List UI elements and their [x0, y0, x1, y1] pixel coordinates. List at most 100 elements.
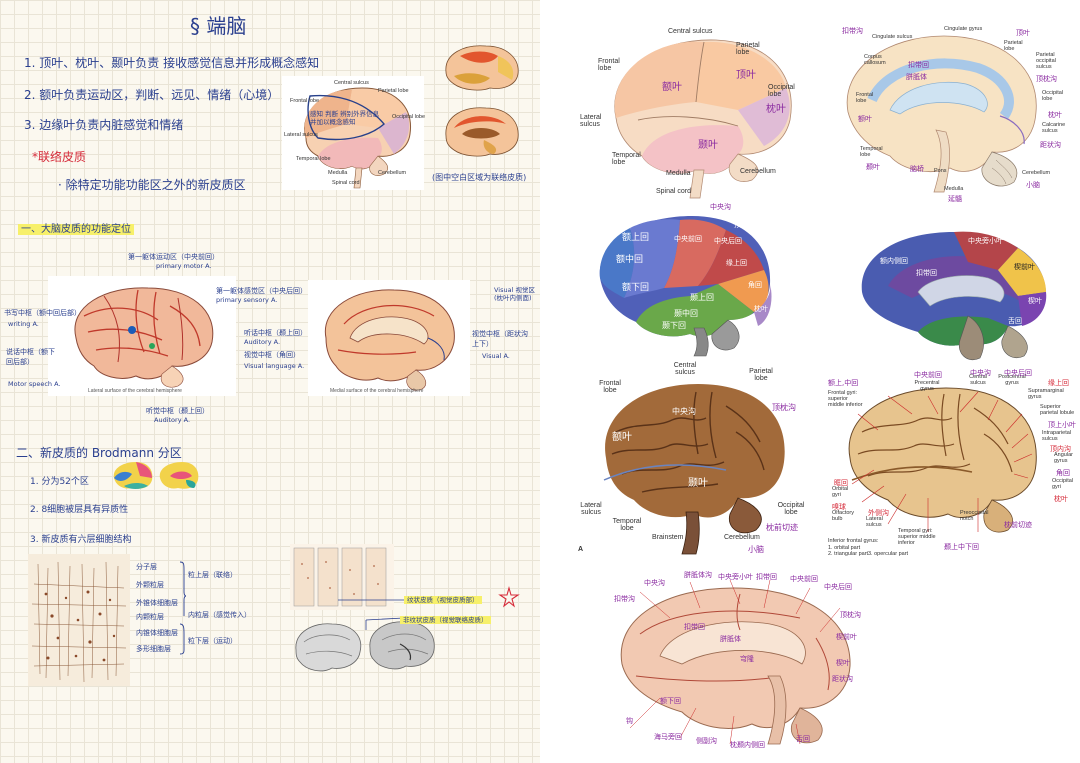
fig-b-hw-pons: 脑桥	[910, 165, 924, 173]
section1-heading-text: 一、大脑皮质的功能定位	[18, 224, 134, 235]
striate-label-2: 非纹状皮质（视觉联络皮质）	[400, 614, 491, 624]
brodmann-lateral-map	[110, 460, 156, 494]
fig-e-hw-cerebellum: 小脑	[748, 545, 764, 554]
label-speech-motor-en: Motor speech A.	[8, 380, 61, 388]
fig-g-hw-mid-3: 扣带回	[684, 623, 705, 631]
label-temporal-lobe: Temporal lobe	[296, 156, 331, 162]
section2-heading: 二、新皮质的 Brodmann 分区	[16, 446, 182, 460]
fig-e-hw-frontal: 额叶	[612, 432, 632, 443]
label-writing-center: 书写中枢（额中回后部）	[4, 309, 81, 317]
fig-f-hw-sup-parietal: 顶上小叶	[1048, 421, 1076, 429]
fig-b-hw-cingulate-sulcus: 扣带沟	[842, 27, 863, 35]
label-lateral-sulcus: Lateral sulcus	[284, 132, 318, 138]
fig-c-inf-temporal: 颞下回	[662, 321, 686, 330]
fig-g-hw-top-5: 扣带回	[756, 573, 777, 581]
fig-a-hw-parietal: 顶叶	[736, 70, 756, 81]
striate-brains-figure	[292, 618, 438, 680]
label-visual-speech: 视觉中枢（角回）	[244, 351, 300, 359]
fig-d-paracentral: 中央旁小叶	[968, 237, 1003, 245]
fig-b-hw-calcarine: 距状沟	[1040, 141, 1061, 149]
section1-heading: 一、大脑皮质的功能定位	[18, 220, 134, 235]
fig-g-hw-bottom-6: 额下回	[660, 697, 681, 705]
fig-f-frontal-gyri: Frontal gyri: superior middle inferior	[828, 390, 863, 408]
fig-e-temporal-lobe: Temporal lobe	[612, 518, 642, 532]
gyri-colored-lateral-figure: 中央沟 额上回 额中回 额下回 中央前回 中央后回 顶上小叶 缘上回 角回 颞上…	[594, 203, 782, 358]
fig-f-hw-angular: 角回	[1056, 469, 1070, 477]
layer-4: 内颗粒层	[136, 613, 164, 621]
fig-b-hw-occipital: 枕叶	[1048, 111, 1062, 119]
fig-e-parietal-lobe: Parietal lobe	[749, 368, 773, 382]
fig-g-hw-top-1: 中央旁小叶	[718, 573, 753, 581]
lobes-medial-figure: Cingulate sulcus Cingulate gyrus Corpus …	[816, 20, 1068, 203]
fig-a-temporal-lobe: Temporal lobe	[612, 152, 641, 166]
layer-group-middle: 内粒层（感觉传入）	[188, 611, 251, 619]
striate-columns-figure	[290, 544, 394, 610]
functional-lateral-figure: Lateral surface of the cerebral hemisphe…	[48, 276, 236, 396]
fig-e-central-sulcus: Central sulcus	[673, 362, 697, 376]
fig-e-frontal-lobe: Frontal lobe	[599, 380, 621, 394]
fig-b-cingulate-gyrus: Cingulate gyrus	[944, 26, 983, 32]
star-doodle-icon	[498, 586, 520, 608]
layer-group-upper: 粒上层（联络）	[188, 571, 237, 579]
fig-c-precentral: 中央前回	[674, 235, 702, 243]
label-auditory-center: 听觉中枢（颞上回）	[146, 407, 209, 415]
label-visual-speech-en: Visual language A.	[244, 362, 305, 370]
fig-g-hw-top-2: 中央沟	[644, 579, 665, 587]
label-occipital-lobe: Occipital lobe	[392, 114, 426, 120]
fig-f-preoccipital: Preoccipital notch	[960, 510, 989, 522]
fig-a-lateral-sulcus: Lateral sulcus	[580, 114, 602, 128]
fig-f-intraparietal: Intraparietal sulcus	[1042, 430, 1072, 442]
fig1-note: (图中空白区域为联络皮质)	[432, 173, 527, 182]
fig-f-hw-supramarginal: 缘上回	[1048, 379, 1069, 387]
photo-lateral-brain-figure: Frontal lobe Central sulcus Parietal lob…	[576, 362, 820, 558]
fig-g-hw-bottom-3: 侧副沟	[696, 737, 717, 745]
brain-thumbnail-top	[440, 42, 524, 94]
fig-f-hw-intraparietal: 顶内沟	[1050, 445, 1071, 453]
fig-c-sup-parietal: 顶上小叶	[734, 221, 762, 229]
lobes-lateral-figure: Central sulcus Frontal lobe Parietal lob…	[576, 22, 816, 202]
medial-caption: Medial surface of the cerebral hemispher…	[330, 388, 424, 394]
fig-a-parietal-lobe: Parietal lobe	[736, 42, 760, 56]
fig-d-medial-frontal: 额内侧回	[880, 257, 908, 265]
fig-d-cuneus: 楔叶	[1028, 297, 1042, 305]
notebook-page-left: § 端脑 1. 顶叶、枕叶、颞叶负责 接收感觉信息并形成概念感知 2. 额叶负责…	[0, 0, 540, 763]
fig-f-inf-frontal-part-3: 3. opercular part	[868, 551, 909, 557]
label-visual-region: Visual 视觉区 (枕叶内侧面)	[494, 286, 535, 303]
fig-f-orbital-gyri: Orbital gyri	[832, 486, 849, 498]
fig-f-occipital-gyri: Occipital gyri	[1052, 478, 1074, 490]
brodmann-medial-map	[156, 460, 202, 494]
fig-f-inf-frontal-part-2: 2. triangular part	[828, 551, 869, 557]
point-2: 2. 额叶负责运动区，判断、远见、情绪（心境）	[24, 88, 280, 102]
fig-g-hw-mid-4: 楔叶	[836, 659, 850, 667]
labeled-lateral-brain-figure: Precentral gyrus Central sulcus Postcent…	[828, 369, 1078, 560]
label-primary-motor: 第一躯体运动区（中央前回）	[128, 253, 219, 261]
fig-c-inf-frontal: 额下回	[622, 283, 650, 293]
fig-e-hw-central: 中央沟	[672, 407, 696, 416]
label-medulla: Medulla	[328, 170, 348, 176]
brain-thumbnail-bottom	[440, 104, 524, 162]
fig-g-hw-bottom-5: 舌回	[796, 735, 810, 743]
brodmann-point-2: 2. 8细胞被层具有异质性	[30, 505, 129, 515]
fig-a-frontal-lobe: Frontal lobe	[598, 58, 620, 72]
fig-b-hw-cingulate: 扣带回	[908, 61, 929, 69]
fig-f-central-sulcus: Central sulcus	[969, 374, 987, 386]
fig-f-lateral-sulcus: Lateral sulcus	[866, 516, 883, 528]
fig-f-hw-lateral: 外侧沟	[868, 509, 889, 517]
fig-c-central-sulcus: 中央沟	[710, 203, 731, 211]
fig-g-hw-mid-1: 胼胝体	[720, 635, 741, 643]
fig-e-occipital-lobe: Occipital lobe	[777, 502, 805, 516]
fig-g-hw-top-8: 顶枕沟	[840, 611, 861, 619]
lateral-caption: Lateral surface of the cerebral hemisphe…	[88, 388, 182, 394]
fig-c-occipital: 枕叶	[754, 305, 768, 313]
fig-g-hw-top-9: 楔前叶	[836, 633, 857, 641]
fig-a-hw-frontal: 额叶	[662, 82, 682, 93]
cortex-layers-figure	[28, 554, 130, 686]
fig-e-hw-preoccipital: 枕前切迹	[766, 523, 798, 532]
fig-e-lateral-sulcus: Lateral sulcus	[580, 502, 602, 516]
fig-a-cerebellum: Cerebellum	[740, 168, 776, 175]
functional-medial-figure: Medial surface of the cerebral hemispher…	[308, 280, 470, 396]
fig-f-olfactory-bulb: Olfactory bulb	[832, 510, 855, 522]
layer-brackets	[178, 560, 188, 656]
fig-f-hw-occipital: 枕叶	[1054, 495, 1068, 503]
fig-a-central-sulcus: Central sulcus	[668, 28, 713, 35]
